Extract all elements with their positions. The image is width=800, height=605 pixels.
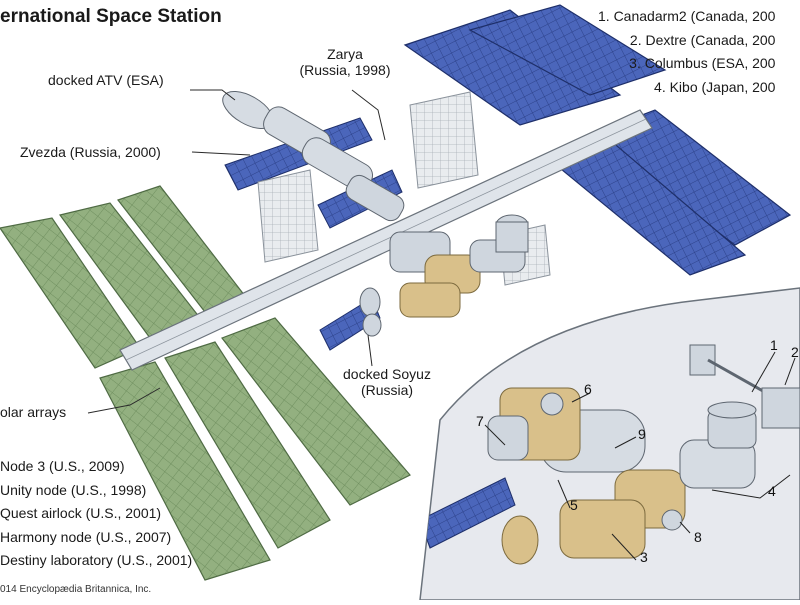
label-soyuz-name: docked Soyuz (343, 366, 431, 382)
legend-left-item: Destiny laboratory (U.S., 2001) (0, 552, 193, 568)
solar-array-right-lower (548, 109, 792, 276)
solar-array-left-upper (0, 185, 246, 369)
callout-number-3: 3 (640, 549, 648, 565)
callout-number-8: 8 (694, 529, 702, 545)
credit-line: 014 Encyclopædia Britannica, Inc. (0, 584, 152, 595)
main-truss (119, 109, 653, 371)
label-zvezda: Zvezda (Russia, 2000) (20, 144, 161, 160)
legend-right-item: 3. Columbus (ESA, 200 (629, 55, 776, 71)
docked-soyuz-art (359, 287, 382, 337)
label-docked-soyuz: docked Soyuz (Russia) (332, 366, 442, 398)
diagram-title: ernational Space Station (0, 6, 222, 27)
callout-lines (87, 89, 386, 414)
legend-right-item: 2. Dextre (Canada, 200 (629, 31, 776, 48)
callout-number-2: 2 (791, 344, 799, 360)
label-docked-atv: docked ATV (ESA) (48, 72, 164, 88)
russian-modules (222, 90, 405, 222)
label-zarya: Zarya (Russia, 1998) (290, 46, 400, 78)
callout-number-4: 4 (768, 483, 776, 499)
label-solar-arrays: olar arrays (0, 404, 67, 420)
solar-array-right-upper (403, 4, 667, 126)
legend-left: Node 3 (U.S., 2009) Unity node (U.S., 19… (0, 458, 192, 576)
legend-left-item: Quest airlock (U.S., 2001) (0, 505, 162, 521)
us-modules (389, 214, 529, 318)
label-soyuz-origin: (Russia) (360, 382, 414, 399)
callout-number-1: 1 (770, 337, 778, 353)
callout-number-5: 5 (570, 497, 578, 513)
inset-detail (419, 287, 800, 601)
label-zarya-name: Zarya (327, 46, 363, 62)
legend-right-item: 1. Canadarm2 (Canada, 200 (598, 8, 776, 24)
legend-left-item: Harmony node (U.S., 2007) (0, 528, 172, 545)
solar-array-left-lower (99, 317, 411, 581)
callout-number-9: 9 (638, 426, 646, 442)
callout-number-6: 6 (584, 381, 592, 397)
legend-left-item: Unity node (U.S., 1998) (0, 481, 147, 498)
label-zarya-year: (Russia, 1998) (299, 62, 391, 79)
legend-right: 1. Canadarm2 (Canada, 200 2. Dextre (Can… (598, 8, 775, 102)
legend-left-item: Node 3 (U.S., 2009) (0, 458, 125, 474)
callout-number-7: 7 (476, 413, 484, 429)
legend-right-item: 4. Kibo (Japan, 200 (654, 78, 776, 95)
